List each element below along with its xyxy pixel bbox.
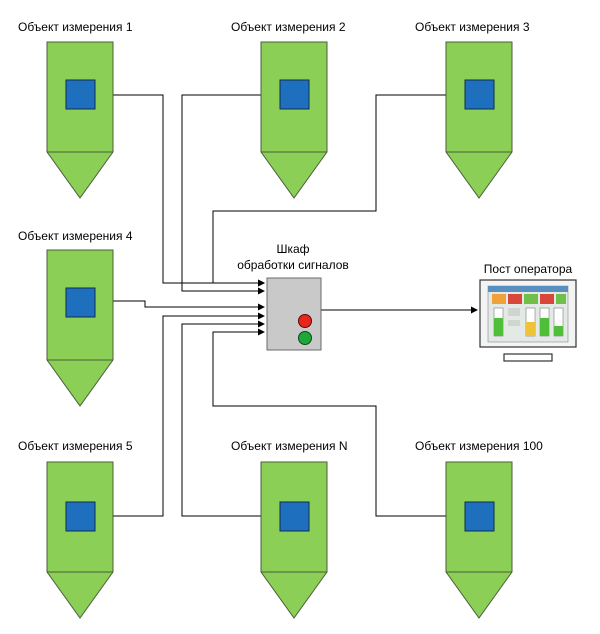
sensor-icon [65, 501, 96, 532]
operator-label: Пост оператора [484, 262, 573, 276]
sensor-icon [279, 501, 310, 532]
measurement-object-1: Объект измерения 1 [18, 20, 133, 199]
measurement-object-2: Объект измерения 2 [231, 20, 346, 199]
measurement-object-4: Объект измерения 4 [18, 229, 133, 407]
silo-icon [260, 461, 328, 619]
signal-wires [95, 94, 478, 517]
wire-object-5 [95, 312, 265, 517]
silo-icon [46, 249, 114, 407]
measurement-object-3: Объект измерения 3 [415, 20, 530, 199]
cabinet-title-line2: обработки сигналов [237, 258, 349, 272]
silo-icon [46, 41, 114, 199]
green-indicator-lamp [298, 331, 312, 345]
object-label: Объект измерения 2 [231, 20, 346, 34]
object-label: Объект измерения 1 [18, 20, 133, 34]
silo-icon [445, 461, 513, 619]
object-label: Объект измерения 5 [18, 439, 133, 453]
cabinet-box [266, 277, 322, 351]
signal-processing-cabinet: Шкаф обработки сигналов [237, 242, 349, 351]
operator-station: Пост оператора [479, 262, 577, 362]
wire-object-n [181, 320, 280, 517]
wire-object-2 [181, 94, 280, 295]
sensor-icon [464, 501, 495, 532]
measurement-object-5: Объект измерения 5 [18, 439, 133, 619]
wire-object-100 [212, 328, 465, 517]
object-label: Объект измерения 4 [18, 229, 133, 243]
sensor-icon [65, 79, 96, 110]
silo-icon [445, 41, 513, 199]
monitor-icon [479, 279, 577, 362]
object-label: Объект измерения N [231, 439, 348, 453]
sensor-icon [464, 79, 495, 110]
measurement-object-n: Объект измерения N [231, 439, 348, 619]
sensor-icon [279, 79, 310, 110]
object-label: Объект измерения 3 [415, 20, 530, 34]
silo-icon [46, 461, 114, 619]
sensor-icon [65, 287, 96, 318]
wire-object-4 [95, 300, 265, 311]
object-label: Объект измерения 100 [415, 439, 543, 453]
silo-icon [260, 41, 328, 199]
cabinet-title-line1: Шкаф [276, 242, 309, 256]
wire-object-3 [212, 94, 465, 287]
measurement-object-100: Объект измерения 100 [415, 439, 543, 619]
red-indicator-lamp [298, 314, 312, 328]
wire-object-1 [95, 94, 265, 287]
